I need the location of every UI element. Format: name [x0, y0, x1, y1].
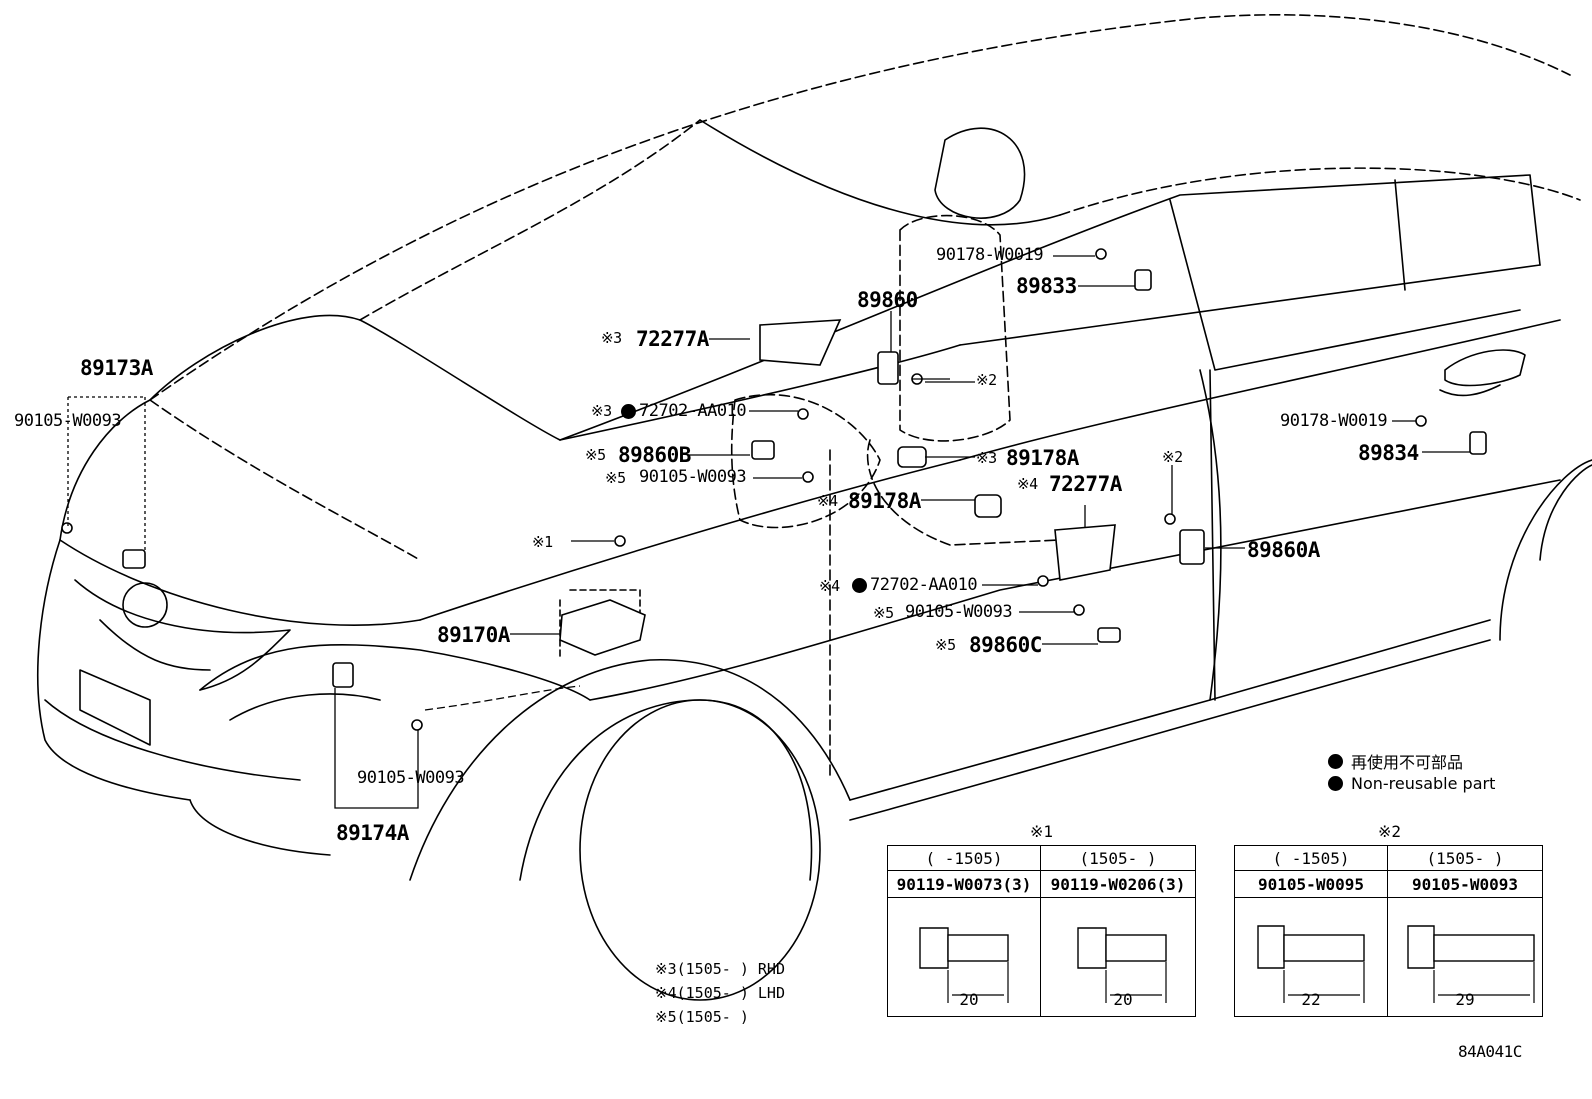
mark-3-label: ※3 [591, 402, 612, 420]
note2-length-b: 29 [1455, 990, 1475, 1009]
mark-4-label: ※4 [819, 577, 840, 595]
callout-89174A: 89174A [336, 821, 409, 845]
sensor-89173A-shape [122, 549, 146, 569]
note2-range-a: ( -1505) [1234, 845, 1388, 871]
callout-90105-w0093-front-bottom: 90105-W0093 [357, 768, 465, 788]
non-reusable-dot-icon [852, 578, 867, 593]
mark-5-label: ※5 [585, 446, 606, 464]
non-reusable-dot-icon [1328, 776, 1343, 791]
mark-3-label: ※3 [601, 329, 622, 347]
note2-table: ( -1505) (1505- ) 90105-W0095 90105-W009… [1234, 845, 1543, 1017]
footnote-3: ※3(1505- ) RHD [655, 960, 785, 978]
callout-89178A-rhd: 89178A [1006, 446, 1079, 470]
mark-3-label: ※3 [976, 449, 997, 467]
callout-89860: 89860 [857, 288, 918, 312]
legend-row-en: Non-reusable part [1328, 774, 1495, 793]
callout-72277A-lhd: 72277A [1049, 472, 1122, 496]
note1-range-b: (1505- ) [1040, 845, 1196, 871]
mark-5-label: ※5 [935, 636, 956, 654]
legend-text-jp: 再使用不可部品 [1351, 753, 1464, 772]
callout-90105-w0093-rear: 90105-W0093 [905, 602, 1013, 622]
mark-2-label: ※2 [976, 371, 997, 389]
note2-length-a: 22 [1301, 990, 1321, 1009]
non-reusable-dot-icon [1328, 753, 1343, 769]
footnote-5: ※5(1505- ) [655, 1008, 749, 1026]
diagram-id: 84A041C [1458, 1042, 1522, 1061]
callout-89860B: 89860B [618, 443, 691, 467]
callout-90105-w0093-front-left: 90105-W0093 [14, 411, 122, 431]
legend-row-jp: 再使用不可部品 [1328, 749, 1463, 773]
note2-bolt-a: 22 [1234, 897, 1388, 1017]
callout-89833: 89833 [1016, 274, 1077, 298]
note1-table: ( -1505) (1505- ) 90119-W0073(3) 90119-W… [887, 845, 1196, 1017]
non-reusable-dot-icon [621, 404, 636, 419]
mark-5-label: ※5 [873, 604, 894, 622]
note1-part-b: 90119-W0206(3) [1040, 870, 1196, 898]
callout-90178-w0019-top: 90178-W0019 [936, 245, 1044, 265]
callout-89860A: 89860A [1247, 538, 1320, 562]
callout-72277A-rhd: 72277A [636, 327, 709, 351]
mark-2-label: ※2 [1162, 448, 1183, 466]
note1-bolt-a: 20 [887, 897, 1041, 1017]
footnote-4: ※4(1505- ) LHD [655, 984, 785, 1002]
mark-5-label: ※5 [605, 469, 626, 487]
note1-title: ※1 [1030, 822, 1054, 841]
callout-89834: 89834 [1358, 441, 1419, 465]
note1-length-a: 20 [959, 990, 979, 1009]
callout-89178A-lhd: 89178A [848, 489, 921, 513]
callout-72702-aa010-rhd: 72702-AA010 [639, 401, 747, 421]
callout-90105-w0093-mid: 90105-W0093 [639, 467, 747, 487]
note1-range-a: ( -1505) [887, 845, 1041, 871]
legend-text-en: Non-reusable part [1351, 774, 1496, 793]
callout-72702-aa010-lhd: 72702-AA010 [870, 575, 978, 595]
note2-part-a: 90105-W0095 [1234, 870, 1388, 898]
note1-length-b: 20 [1113, 990, 1133, 1009]
mark-4-label: ※4 [1017, 475, 1038, 493]
callout-89860C: 89860C [969, 633, 1042, 657]
callout-89173A: 89173A [80, 356, 153, 380]
note1-bolt-b: 20 [1040, 897, 1196, 1017]
callout-89170A: 89170A [437, 623, 510, 647]
note2-bolt-b: 29 [1387, 897, 1543, 1017]
note2-part-b: 90105-W0093 [1387, 870, 1543, 898]
note2-title: ※2 [1378, 822, 1402, 841]
note2-range-b: (1505- ) [1387, 845, 1543, 871]
mark-1-label: ※1 [532, 533, 553, 551]
note1-part-a: 90119-W0073(3) [887, 870, 1041, 898]
callout-90178-w0019-rear: 90178-W0019 [1280, 411, 1388, 431]
mark-4-label: ※4 [817, 492, 838, 510]
